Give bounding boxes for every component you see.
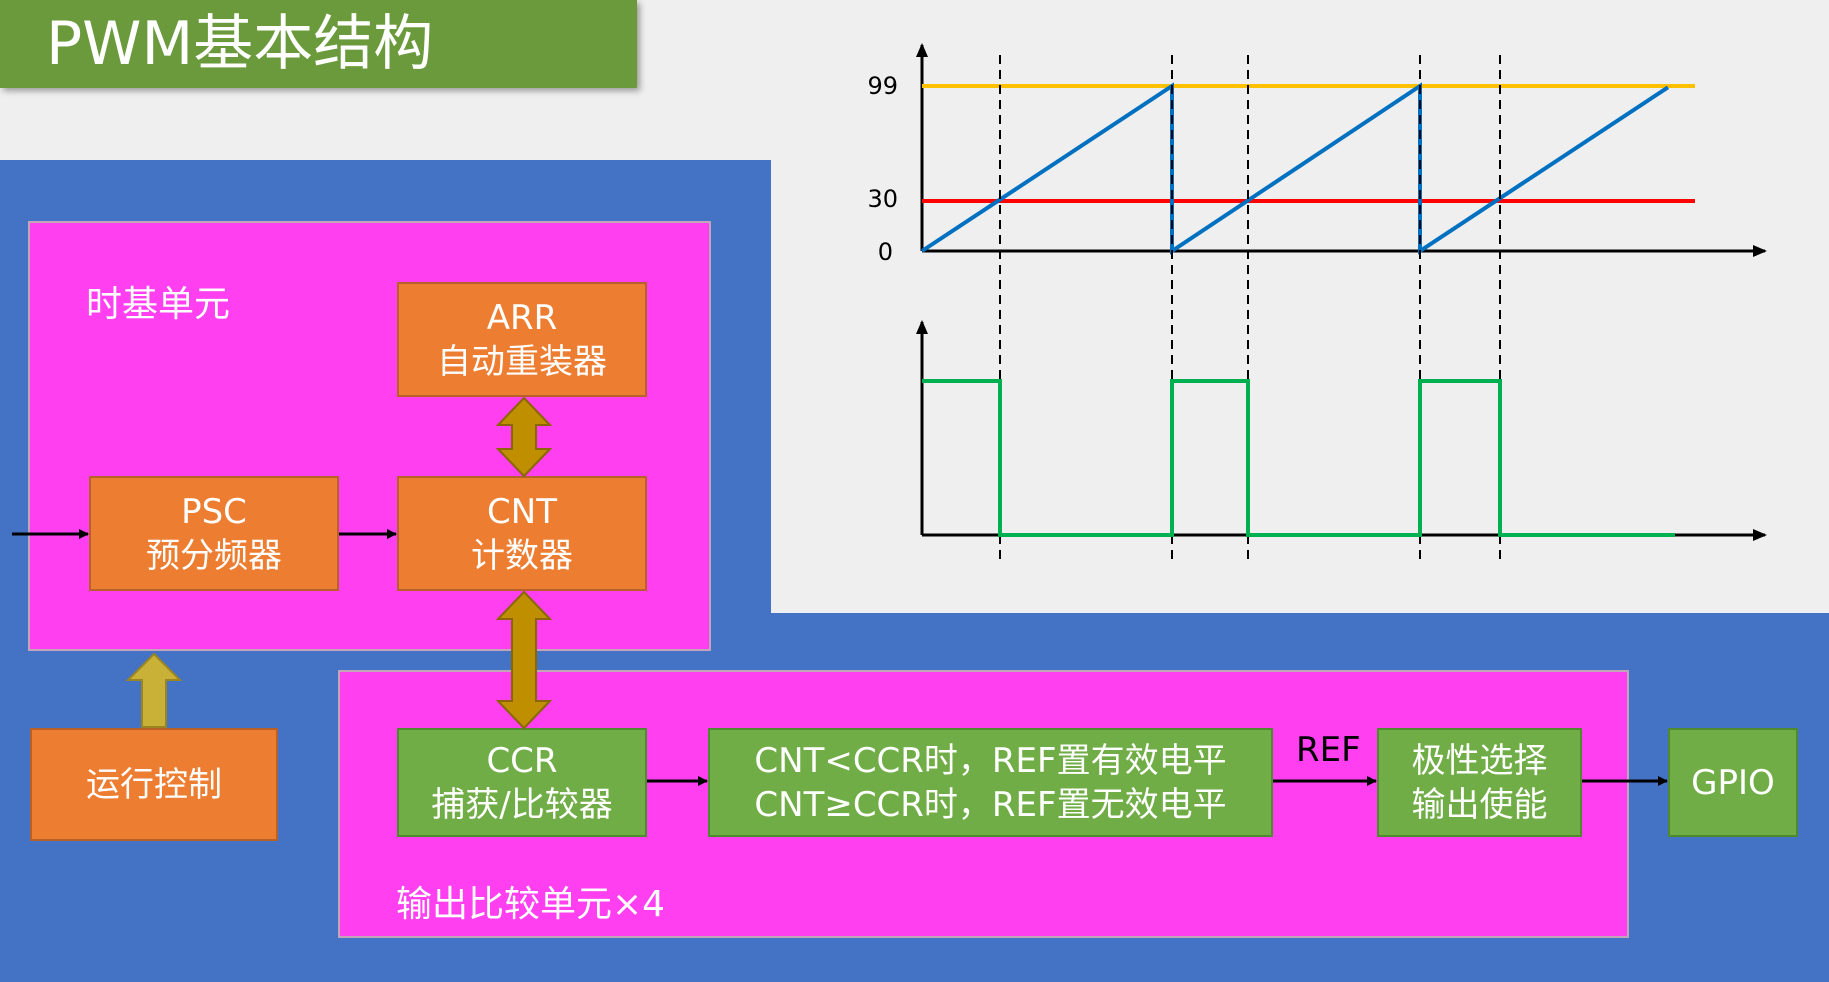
arrow-arr-cnt bbox=[495, 396, 553, 478]
gpio-box: GPIO bbox=[1668, 728, 1798, 837]
compare-mode-line1: CNT<CCR时，REF置有效电平 bbox=[754, 740, 1227, 781]
psc-line2: 预分频器 bbox=[146, 535, 282, 576]
arr-box: ARR 自动重装器 bbox=[397, 282, 647, 397]
ccr-line1: CCR bbox=[486, 740, 558, 781]
ccr-box: CCR 捕获/比较器 bbox=[397, 728, 647, 837]
y-tick-0: 0 bbox=[877, 238, 893, 266]
arrow-run-control bbox=[125, 652, 183, 728]
time-base-label: 时基单元 bbox=[86, 284, 231, 325]
run-control-box: 运行控制 bbox=[30, 728, 278, 841]
arr-line1: ARR bbox=[486, 297, 558, 338]
ref-label: REF bbox=[1296, 730, 1361, 770]
polarity-box: 极性选择 输出使能 bbox=[1377, 728, 1582, 837]
counter-sawtooth bbox=[920, 82, 1670, 255]
y-tick-99: 99 bbox=[867, 72, 898, 100]
pwm-output-wave bbox=[922, 379, 1675, 537]
compare-mode-box: CNT<CCR时，REF置有效电平 CNT≥CCR时，REF置无效电平 bbox=[708, 728, 1273, 837]
cnt-box: CNT 计数器 bbox=[397, 476, 647, 591]
psc-box: PSC 预分频器 bbox=[89, 476, 339, 591]
compare-mode-line2: CNT≥CCR时，REF置无效电平 bbox=[754, 784, 1227, 825]
output-compare-label: 输出比较单元×4 bbox=[396, 884, 666, 925]
run-control-label: 运行控制 bbox=[86, 764, 222, 805]
page-title: PWM基本结构 bbox=[46, 9, 434, 79]
ccr-line2: 捕获/比较器 bbox=[431, 784, 613, 825]
title-bar bbox=[0, 0, 637, 88]
y-tick-30: 30 bbox=[867, 185, 898, 213]
arr-line2: 自动重装器 bbox=[437, 341, 607, 382]
psc-line1: PSC bbox=[181, 491, 247, 532]
gpio-label: GPIO bbox=[1691, 762, 1775, 803]
cnt-line2: 计数器 bbox=[471, 535, 573, 576]
cnt-line1: CNT bbox=[487, 491, 557, 532]
polarity-line2: 输出使能 bbox=[1411, 784, 1548, 825]
polarity-line1: 极性选择 bbox=[1411, 740, 1548, 781]
arrow-cnt-ccr bbox=[495, 590, 553, 730]
